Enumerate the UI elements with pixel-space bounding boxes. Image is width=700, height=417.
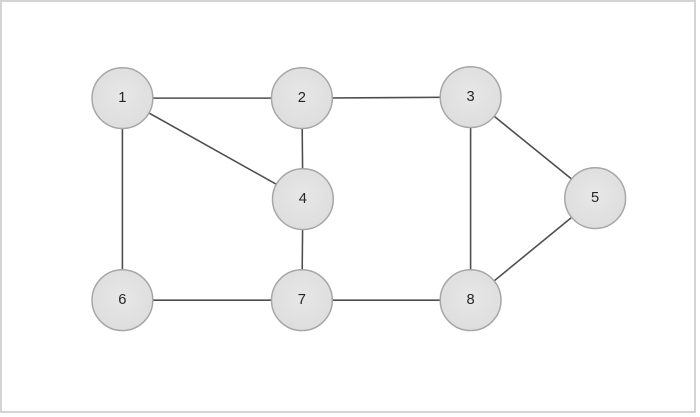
node-3: 3 bbox=[439, 65, 502, 129]
node-label-1: 1 bbox=[118, 90, 126, 106]
node-label-3: 3 bbox=[467, 89, 475, 105]
node-circle-6 bbox=[91, 269, 154, 332]
node-2: 2 bbox=[270, 66, 334, 130]
node-circle-5 bbox=[564, 167, 627, 230]
node-circle-8 bbox=[439, 269, 502, 332]
node-circle-3 bbox=[439, 65, 502, 129]
node-label-8: 8 bbox=[467, 292, 475, 308]
edge-1-4 bbox=[122, 97, 304, 200]
node-8: 8 bbox=[439, 269, 502, 332]
node-label-6: 6 bbox=[118, 292, 126, 308]
node-label-2: 2 bbox=[298, 90, 306, 106]
node-6: 6 bbox=[91, 269, 154, 332]
node-4: 4 bbox=[271, 168, 335, 231]
node-7: 7 bbox=[270, 269, 334, 332]
node-circle-1 bbox=[91, 66, 154, 130]
node-label-5: 5 bbox=[591, 190, 599, 206]
node-label-4: 4 bbox=[299, 191, 307, 207]
node-label-7: 7 bbox=[298, 292, 306, 308]
node-5: 5 bbox=[564, 167, 627, 230]
graph-canvas: 1 2 3 4 5 6 7 8 bbox=[91, 65, 627, 332]
node-circle-4 bbox=[271, 168, 335, 231]
node-1: 1 bbox=[91, 66, 154, 130]
node-circle-7 bbox=[270, 269, 334, 332]
node-circle-2 bbox=[270, 66, 334, 130]
